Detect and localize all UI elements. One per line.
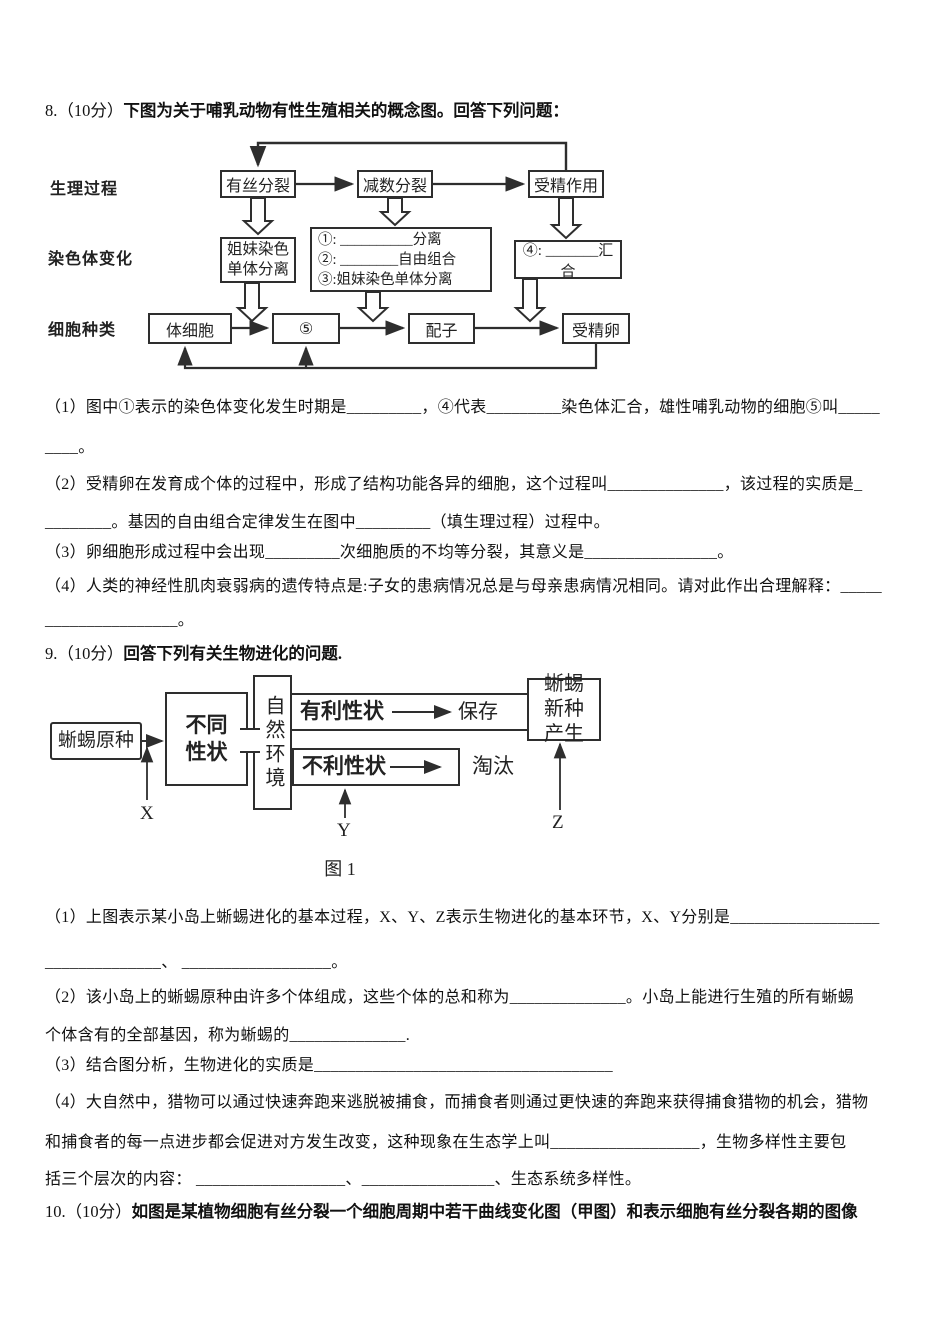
q8-number: 8.（10分） [45,101,124,120]
cell-5-box: ⑤ [272,313,340,344]
q9-line-6: （4）大自然中，猎物可以通过快速奔跑来逃脱被捕食，而捕食者则通过更快速的奔跑来获… [45,1094,869,1111]
block-arrow-2 [378,197,412,227]
mitosis-box: 有丝分裂 [220,170,296,198]
meiosis-event-3: ③:姐妹染色单体分离 [318,271,453,288]
meiosis-box: 减数分裂 [357,170,433,198]
q9-line-4: 个体含有的全部基因，称为蜥蜴的______________. [45,1027,411,1044]
q8-title: 下图为关于哺乳动物有性生殖相关的概念图。回答下列问题： [123,101,569,120]
q8-line-5: （3）卵细胞形成过程中会出现_________次细胞质的不均等分裂，其意义是__… [45,544,734,561]
q9-diagram-arrows [140,705,567,818]
block-arrow-3 [549,197,583,240]
row-label-cell-type: 细胞种类 [48,322,117,339]
q9-line-8: 括三个层次的内容： __________________、___________… [45,1171,642,1188]
q9-header: 9.（10分）回答下列有关生物进化的问题. [45,640,925,664]
preserve-label: 保存 [458,701,498,723]
meiosis-event-2: ②: ________自由组合 [318,251,457,268]
sister-chromatid-line1: 姐妹染色 [226,241,289,258]
huihe-box: ④: _______汇合 [514,240,622,280]
q8-header: 8.（10分）下图为关于哺乳动物有性生殖相关的概念图。回答下列问题： [45,97,925,121]
block-arrow-5 [356,291,390,323]
block-arrow-4 [235,282,269,323]
new-species-box: 蜥蜴新种产生 [527,673,601,745]
y-label: Y [337,820,351,841]
row-label-chromosome-change: 染色体变化 [48,251,134,268]
original-lizard-box: 蜥蜴原种 [50,722,142,760]
q8-line-2: ____。 [45,439,95,456]
favorable-channel [292,693,527,731]
q8-line-1: （1）图中①表示的染色体变化发生时期是_________，④代表________… [45,399,880,416]
q9-evolution-diagram: 蜥蜴原种 不同性状 自然环境 有利性状 保存 不利性状 淘汰 蜥蜴新种产生 X … [40,670,660,890]
sister-chromatid-box: 姐妹染色 单体分离 [220,237,296,283]
traits-environment-connector [240,728,260,753]
q10-title: 如图是某植物细胞有丝分裂一个细胞周期中若干曲线变化图（甲图）和表示细胞有丝分裂各… [131,1202,858,1221]
q10-header: 10.（10分）如图是某植物细胞有丝分裂一个细胞周期中若干曲线变化图（甲图）和表… [45,1198,925,1222]
figure-1-caption: 图 1 [324,859,356,879]
q10-number: 10.（10分） [45,1202,132,1221]
block-arrow-6 [513,278,547,323]
q8-concept-diagram: 生理过程 染色体变化 细胞种类 有丝分裂 减数分裂 受精作用 姐妹染色 单体分离… [40,135,700,385]
eliminate-label: 淘汰 [472,754,514,778]
q8-diagram-arrows [177,141,598,370]
q9-line-7: 和捕食者的每一点进步都会促进对方发生改变，这种现象在生态学上叫_________… [45,1134,847,1151]
q8-line-7: ________________。 [45,612,195,629]
q8-line-4: ________。基因的自由组合定律发生在图中_________（填生理过程）过… [45,514,610,531]
z-label: Z [552,812,564,833]
q9-line-5: （3）结合图分析，生物进化的实质是_______________________… [45,1057,613,1074]
q9-number: 9.（10分） [45,644,124,663]
q8-line-3: （2）受精卵在发育成个体的过程中，形成了结构功能各异的细胞，这个过程叫_____… [45,476,863,493]
block-arrow-1 [241,197,275,236]
meiosis-event-1: ①: __________分离 [318,231,442,248]
favorable-traits-label: 有利性状 [300,699,384,723]
feedback-arrow-top [249,141,568,170]
row-label-physiological-process: 生理过程 [50,181,119,198]
zygote-box: 受精卵 [562,313,630,344]
fertilization-box: 受精作用 [528,170,604,198]
return-arrow-zygote-somatic [177,344,598,370]
q9-line-3: （2）该小岛上的蜥蜴原种由许多个体组成，这些个体的总和称为___________… [45,989,855,1006]
gamete-box: 配子 [408,313,475,344]
q8-line-6: （4）人类的神经性肌肉衰弱病的遗传特点是:子女的患病情况总是与母亲患病情况相同。… [45,578,882,595]
meiosis-events-box: ①: __________分离 ②: ________自由组合 ③:姐妹染色单体… [310,227,492,292]
x-label: X [140,803,154,824]
q9-line-1: （1）上图表示某小岛上蜥蜴进化的基本过程，X、Y、Z表示生物进化的基本环节，X、… [45,909,880,926]
sister-chromatid-line2: 单体分离 [226,261,289,278]
q9-title: 回答下列有关生物进化的问题. [123,644,342,663]
somatic-cell-box: 体细胞 [148,313,232,344]
q9-line-2: ______________、 __________________。 [45,954,348,971]
